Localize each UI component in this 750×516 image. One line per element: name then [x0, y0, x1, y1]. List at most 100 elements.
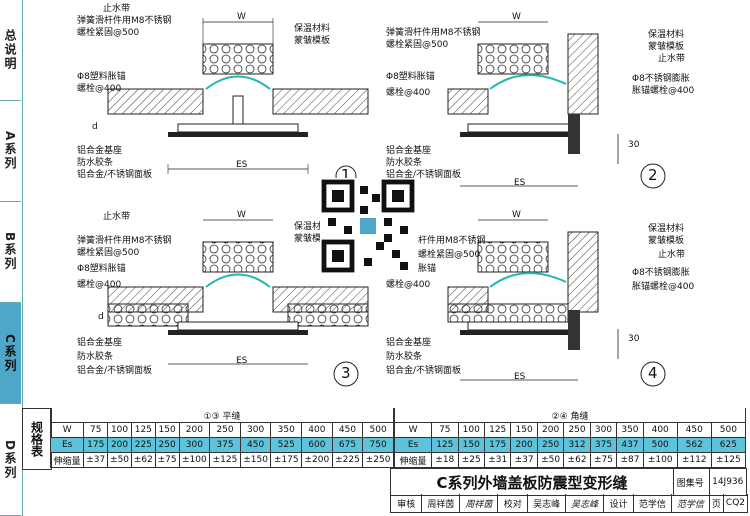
page-value: CQ2 — [722, 494, 747, 512]
d1-label-r0: 保温材料 — [294, 24, 331, 34]
tab-b-series[interactable]: B系列 — [0, 202, 21, 303]
tab-d-label: D系列 — [3, 439, 17, 480]
corner-range-4: ±37 — [510, 452, 538, 468]
sign-2: 周祥茵 — [459, 494, 497, 512]
drawing-title: C系列外墙盖板防震型变形缝 — [390, 468, 674, 496]
sign-6: 设计 — [603, 494, 633, 512]
d4-label-r1: 蒙皱模板 — [648, 236, 685, 246]
flat-w-0: W — [49, 422, 85, 438]
corner-w-1: 75 — [431, 422, 459, 438]
flat-range-4: ±75 — [154, 452, 180, 468]
corner-es-9: 500 — [642, 437, 678, 453]
d4-label-r3: Φ8不锈钢膨胀 — [632, 268, 690, 278]
corner-range-0: 伸缩量 — [393, 452, 433, 468]
d1-es: ES — [236, 160, 248, 170]
flat-w-6: 250 — [209, 422, 241, 438]
corner-es-4: 200 — [510, 437, 538, 453]
d4-dim: 30 — [628, 334, 640, 344]
corner-w-10: 450 — [676, 422, 712, 438]
d2-es: ES — [514, 178, 526, 188]
detail-drawings — [107, 18, 666, 387]
series-sidebar: 总说明 A系列 B系列 C系列 D系列 — [0, 0, 23, 516]
d4-label-1: 螺栓紧固@500 — [418, 250, 481, 260]
atlas-number-block: 图集号 14J936 — [672, 468, 747, 496]
flat-es-0: Es — [49, 437, 85, 453]
d2-w: W — [512, 12, 521, 22]
d4-label-5: 防水胶条 — [386, 352, 423, 362]
tab-b-label: B系列 — [3, 232, 17, 272]
d3-label-r0: 保温材料 — [294, 222, 331, 232]
d3-number: 3 — [341, 364, 351, 382]
flat-w-11: 500 — [362, 422, 394, 438]
d3-label-6: 防水胶条 — [77, 352, 114, 362]
d2-label-1: 螺栓紧固@500 — [386, 40, 449, 50]
corner-es-8: 437 — [616, 437, 644, 453]
flat-es-9: 600 — [301, 437, 333, 453]
flat-es-8: 525 — [270, 437, 303, 453]
d3-label-r1: 蒙皱模板 — [294, 234, 331, 244]
tab-general[interactable]: 总说明 — [0, 0, 21, 101]
flat-range-0: 伸缩量 — [49, 452, 85, 468]
d4-label-r0: 保温材料 — [648, 224, 685, 234]
corner-es-2: 150 — [457, 437, 485, 453]
d2-label-r2: 止水带 — [658, 54, 686, 64]
corner-es-3: 175 — [483, 437, 512, 453]
flat-range-6: ±125 — [209, 452, 241, 468]
d1-d: d — [92, 122, 98, 132]
sign-1: 周祥茵 — [421, 494, 459, 512]
sign-5: 吴志峰 — [565, 494, 603, 512]
corner-es-0: Es — [393, 437, 433, 453]
tab-c-label: C系列 — [3, 333, 17, 373]
flat-w-4: 150 — [154, 422, 180, 438]
flat-w-7: 300 — [239, 422, 272, 438]
sign-4: 吴志峰 — [527, 494, 565, 512]
flat-es-10: 675 — [331, 437, 364, 453]
corner-w-11: 500 — [710, 422, 747, 438]
corner-es-5: 250 — [536, 437, 565, 453]
corner-w-5: 200 — [536, 422, 565, 438]
title-block: C系列外墙盖板防震型变形缝 图集号 14J936 审核 周祥茵 周祥茵 校对 吴… — [390, 468, 748, 514]
flat-range-9: ±200 — [301, 452, 333, 468]
d2-label-r1: 蒙皱模板 — [648, 42, 685, 52]
tab-d-series[interactable]: D系列 — [0, 404, 21, 516]
flat-w-1: 75 — [83, 422, 109, 438]
flat-w-10: 450 — [331, 422, 364, 438]
d1-label-1: 弹簧滑杆件用M8不锈钢 — [77, 16, 172, 26]
tab-general-label: 总说明 — [3, 29, 17, 71]
corner-range-3: ±31 — [483, 452, 512, 468]
corner-caption: ②④ 角缝 — [394, 408, 746, 423]
d2-label-2: Φ8塑料胀锚 — [386, 72, 435, 82]
flat-w-2: 100 — [107, 422, 132, 438]
tab-c-series[interactable]: C系列 — [0, 303, 21, 404]
sign-off-row: 审核 周祥茵 周祥茵 校对 吴志峰 吴志峰 设计 范学信 范学信 页 CQ2 — [390, 494, 748, 513]
tab-a-series[interactable]: A系列 — [0, 101, 21, 202]
sign-7: 范学信 — [632, 494, 671, 512]
sign-0: 审核 — [397, 499, 416, 510]
flat-range-5: ±100 — [178, 452, 211, 468]
atlas-label: 图集号 — [676, 478, 704, 489]
d3-es: ES — [236, 356, 248, 366]
flat-w-3: 125 — [130, 422, 156, 438]
d3-label-7: 铝合金/不锈钢面板 — [77, 366, 153, 376]
corner-w-6: 250 — [563, 422, 591, 438]
corner-w-3: 125 — [483, 422, 512, 438]
flat-w-8: 350 — [270, 422, 303, 438]
d2-label-r0: 保温材料 — [648, 30, 685, 40]
qr-code-icon — [320, 178, 416, 274]
d1-label-7: 铝合金/不锈钢面板 — [77, 170, 153, 180]
d3-w: W — [237, 210, 246, 220]
flat-es-11: 750 — [362, 437, 394, 453]
d2-dim: 30 — [628, 140, 640, 150]
d2-label-6: 铝合金/不锈钢面板 — [386, 170, 462, 180]
d1-label-6: 防水胶条 — [77, 158, 114, 168]
sign-3: 校对 — [497, 494, 527, 512]
detail-4 — [447, 219, 666, 387]
sign-8: 范学信 — [670, 494, 709, 512]
corner-range-7: ±75 — [589, 452, 618, 468]
d4-label-3: 螺栓@400 — [386, 280, 431, 290]
flat-range-row: 伸缩量±37±50±62±75±100±125±150±175±200±225±… — [49, 452, 394, 468]
d1-label-3: Φ8塑料胀锚 — [77, 72, 126, 82]
